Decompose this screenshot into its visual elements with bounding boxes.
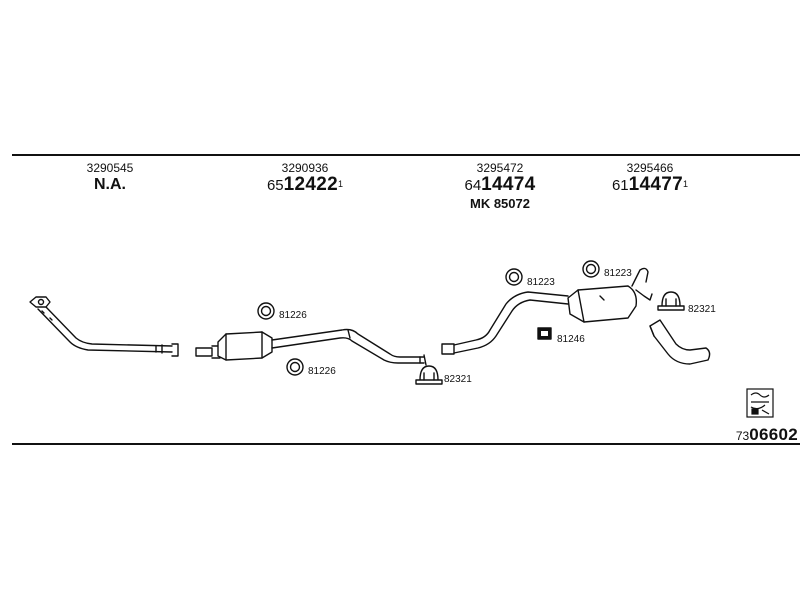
part-number[interactable]: 61144771 (600, 175, 700, 196)
clamp-ring-upper-inner (260, 305, 272, 317)
part-number[interactable]: 6414474 (450, 175, 550, 196)
oe-number: 3290545 (86, 161, 134, 175)
clamp-ring-upper[interactable] (257, 302, 275, 320)
top-rule (12, 154, 800, 156)
diagram-reference-number: 7306602 (736, 425, 798, 445)
label-clamp-upper: 81226 (279, 310, 307, 321)
catalog-book-icon (746, 388, 774, 418)
ring-right-top[interactable] (582, 260, 600, 278)
not-available-label: N.A. (94, 176, 126, 193)
oe-number: 3295472 (476, 161, 524, 175)
part-footnote: 1 (683, 179, 689, 189)
part-footnote: 1 (338, 179, 344, 189)
column-front-pipe: 3290545 N.A. (70, 161, 150, 195)
bottom-rule (12, 443, 800, 445)
label-gasket-right: 82321 (688, 304, 716, 315)
part-main-number: 14477 (628, 174, 683, 195)
u-clamp-right[interactable] (657, 291, 685, 311)
u-clamp-center[interactable] (415, 365, 443, 385)
part-main-number: 12422 (283, 174, 338, 195)
reference-main: 06602 (749, 425, 798, 444)
label-ring-center-top: 81223 (527, 277, 555, 288)
label-clamp-lower: 81226 (308, 366, 336, 377)
clamp-ring-lower[interactable] (286, 358, 304, 376)
clamp-ring-lower-inner (289, 361, 301, 373)
oe-number: 3290936 (281, 161, 329, 175)
front-pipe[interactable] (29, 296, 179, 357)
tail-pipe[interactable] (649, 319, 711, 365)
column-rear-silencer: 3295466 61144771 (600, 161, 700, 196)
mounting-kit-number[interactable]: MK 85072 (470, 196, 530, 211)
label-ring-right-top: 81223 (604, 268, 632, 279)
label-bracket: 81246 (557, 334, 585, 345)
part-prefix: 61 (611, 177, 629, 194)
part-prefix: 65 (266, 177, 284, 194)
part-number[interactable]: 65124221 (255, 175, 355, 196)
ring-right-top-inner (585, 263, 597, 275)
column-intermediate-pipe: 3295472 6414474 MK 85072 (450, 161, 550, 212)
mounting-bracket[interactable] (537, 327, 552, 340)
intermediate-pipe[interactable] (441, 291, 569, 355)
oe-number: 3295466 (626, 161, 674, 175)
part-main-number: 14474 (481, 174, 536, 195)
ring-center-top-inner (508, 271, 520, 283)
ring-center-top[interactable] (505, 268, 523, 286)
column-middle-silencer: 3290936 65124221 (255, 161, 355, 196)
middle-silencer[interactable] (195, 328, 427, 366)
label-gasket-center: 82321 (444, 374, 472, 385)
part-prefix: 64 (464, 177, 482, 194)
reference-prefix: 73 (735, 429, 750, 443)
rear-silencer[interactable] (567, 267, 653, 323)
